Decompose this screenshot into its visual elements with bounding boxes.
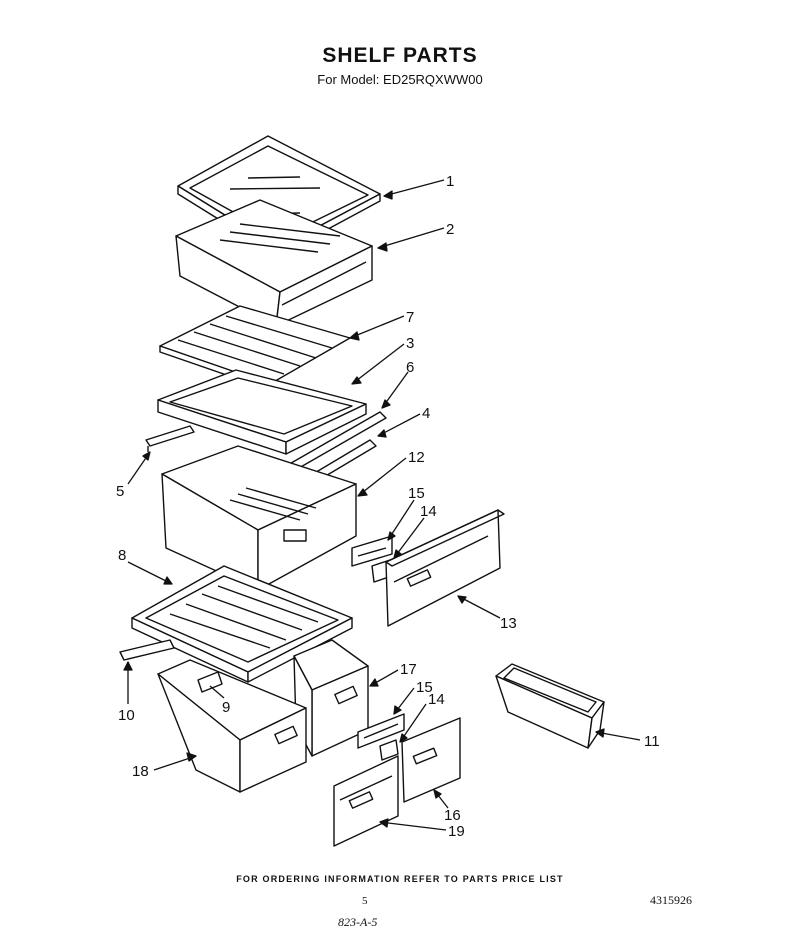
callout-3: 3 <box>406 335 414 352</box>
handwritten-note: 823-A-5 <box>338 915 378 929</box>
callout-8: 8 <box>118 547 126 564</box>
callout-7: 7 <box>406 309 414 326</box>
part-13-drawer-front <box>385 509 505 627</box>
part-15-bracket-upper <box>351 535 393 567</box>
page-title: SHELF PARTS <box>322 44 478 67</box>
page-number: 5 <box>362 895 368 907</box>
part-12-drawer <box>161 445 357 591</box>
part-8-glass-shelf <box>131 565 353 683</box>
part-10-left-rail <box>119 639 175 661</box>
callout-15-upper: 15 <box>408 485 425 502</box>
callout-4: 4 <box>422 405 430 422</box>
callout-14-upper: 14 <box>420 503 437 520</box>
part-18-lower-drawer <box>157 659 307 793</box>
callout-2: 2 <box>446 221 454 238</box>
callout-17: 17 <box>400 661 417 678</box>
callout-15-lower: 15 <box>416 679 433 696</box>
callout-14-lower: 14 <box>428 691 445 708</box>
document-number: 4315926 <box>650 893 692 907</box>
callout-12: 12 <box>408 449 425 466</box>
callout-10: 10 <box>118 707 135 724</box>
part-16-drawer-front <box>401 717 461 803</box>
part-9-bracket <box>197 671 223 693</box>
part-2-pan <box>175 199 373 327</box>
part-15-bracket-lower <box>357 713 405 749</box>
callout-11: 11 <box>644 733 660 750</box>
callout-13: 13 <box>500 615 517 632</box>
callout-9: 9 <box>222 699 230 716</box>
part-19-drawer-front <box>333 755 399 847</box>
callout-19: 19 <box>448 823 465 840</box>
model-subtitle: For Model: ED25RQXWW00 <box>317 72 483 87</box>
part-11-bin <box>495 663 605 749</box>
part-14-clip-lower <box>379 739 399 761</box>
callout-6: 6 <box>406 359 414 376</box>
callout-5: 5 <box>116 483 124 500</box>
ordering-note: FOR ORDERING INFORMATION REFER TO PARTS … <box>236 874 564 884</box>
callout-18: 18 <box>132 763 149 780</box>
callout-16: 16 <box>444 807 461 824</box>
leader-lines <box>123 179 641 831</box>
part-3-frame <box>157 369 367 455</box>
part-5-left-rail <box>145 425 195 452</box>
callout-labels: 1 2 7 3 6 4 5 12 15 14 13 8 17 15 14 9 1… <box>116 173 660 840</box>
part-17-small-drawer <box>293 639 369 757</box>
callout-1: 1 <box>446 173 454 190</box>
